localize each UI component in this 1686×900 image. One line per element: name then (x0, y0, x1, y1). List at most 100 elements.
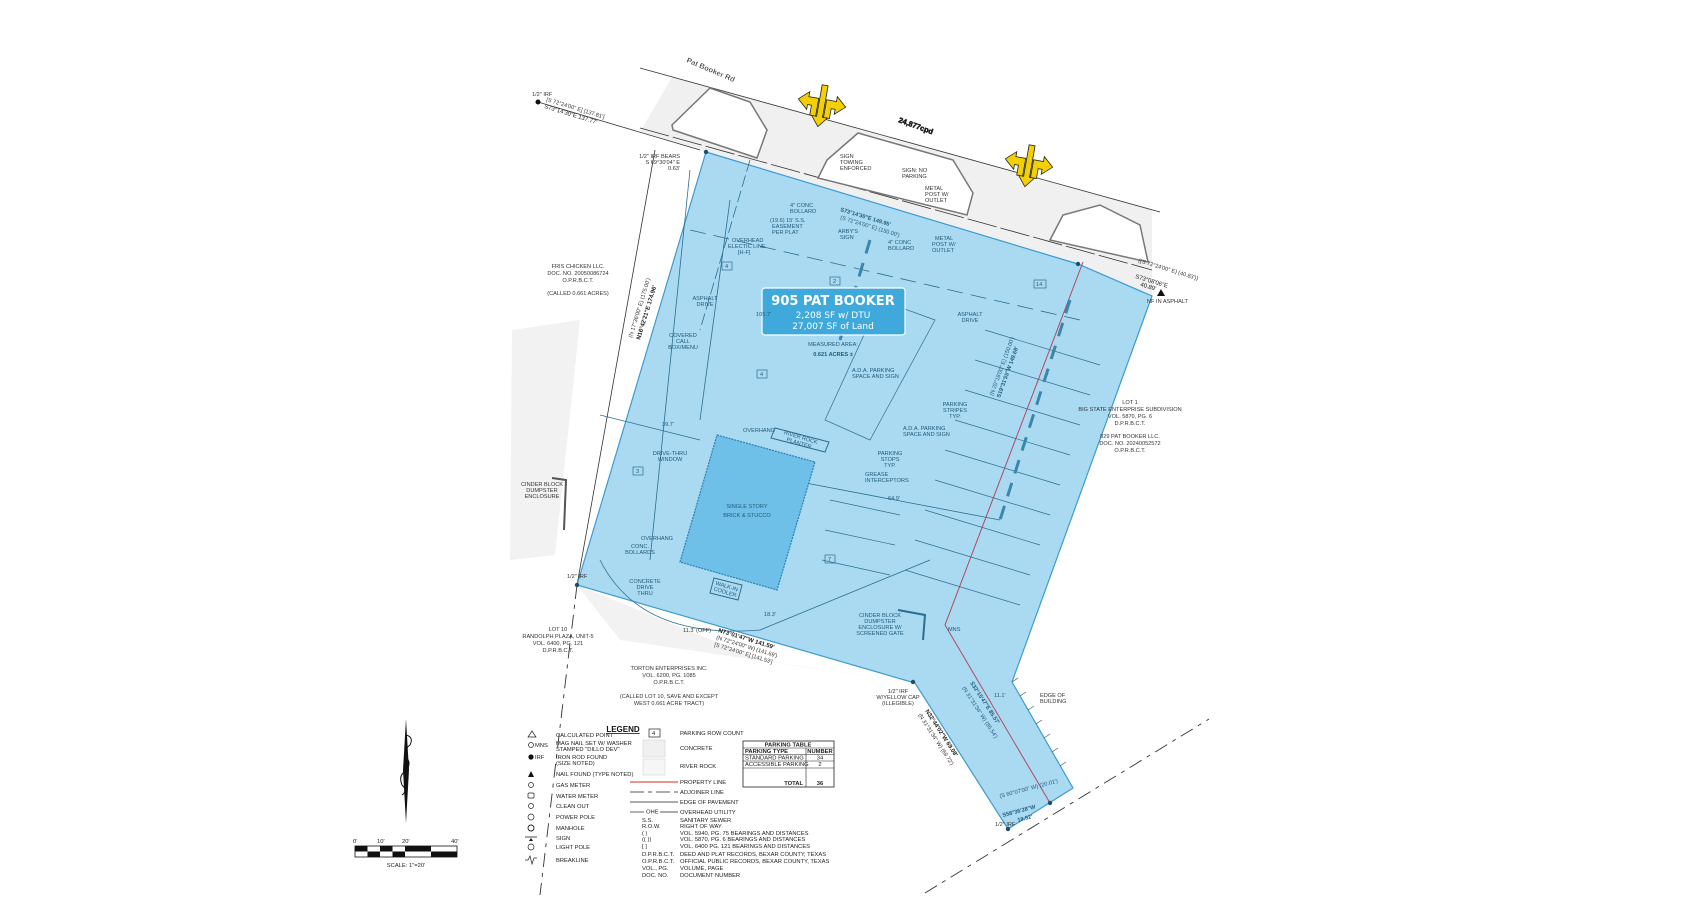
building-footprint[interactable] (679, 434, 816, 591)
parking-table-header: NUMBER (807, 749, 833, 755)
walk-in-cooler (709, 577, 743, 601)
legend-label: GAS METER (556, 783, 590, 789)
parking-total: 36 (817, 781, 824, 787)
legend-label: MANHOLE (556, 826, 585, 832)
bollards-label: CONC.BOLLARDS (625, 544, 655, 556)
abbrev-value: SANITARY SEWER (680, 818, 731, 824)
parking-stripe (964, 389, 1081, 426)
iron-rod-icon (1047, 800, 1053, 806)
parking-stripe (934, 479, 1051, 516)
callout-title: 905 PAT BOOKER (771, 294, 894, 309)
row-count: 14 (1036, 282, 1042, 288)
pin-label: 1/2" IRF (532, 92, 553, 98)
abbrev-key: DOC. NO. (642, 873, 669, 879)
legend-code: MNS (535, 743, 548, 749)
abbrev-key: S.S. (642, 818, 653, 824)
abbrev-value: VOL. 5940, PG. 75 BEARINGS AND DISTANCES (680, 831, 809, 837)
parking-stripe (974, 359, 1091, 396)
abbrev-key: R.O.W. (642, 824, 661, 830)
drive-thru-curb (649, 169, 691, 561)
legend-sample: 4 (652, 731, 656, 737)
parking-stripe (829, 499, 901, 516)
abbrev-key: ( ) (642, 831, 648, 837)
adjoiner-line-west (576, 149, 656, 586)
traffic-count-label: 24,877cpd (897, 115, 935, 136)
subject-parcel[interactable] (576, 151, 1153, 830)
abbrev-value: RIGHT OF WAY (680, 824, 722, 830)
curb-island (1048, 204, 1149, 263)
parking-row-count-sample (648, 728, 661, 738)
legend-label: LIGHT POLE (556, 845, 590, 851)
parking-stripe (904, 569, 1021, 606)
abbrev-value: VOL. 6400 PG. 121 BEARINGS AND DISTANCES (680, 844, 810, 850)
abbrev-key: O.P.R.B.C.T. (642, 859, 675, 865)
gas-meter-icon (528, 782, 534, 788)
legend-label: RIVER ROCK (680, 764, 716, 770)
dimension-label: 105.7' (756, 312, 771, 318)
callout-land-size: 27,007 SF of Land (792, 322, 874, 332)
ada-hatch-area (824, 299, 936, 441)
edge-of-building-hatch (1011, 677, 1067, 767)
parking-stripe (944, 449, 1061, 486)
abbrev-key: VOL., PG. (642, 866, 669, 872)
mns-label: MNS (948, 627, 961, 633)
callout-box (761, 287, 906, 336)
adjoiner-concrete (510, 320, 580, 560)
legend-code: IRF (535, 755, 545, 761)
sanitary-easement-line (689, 229, 1081, 321)
abbrev-value: VOLUME, PAGE (680, 866, 724, 872)
parking-count: 2 (818, 762, 821, 768)
measured-area-value: 0.621 ACRES ± (813, 352, 853, 358)
scale-tick: 20' (402, 839, 410, 845)
legend-label: PARKING ROW COUNT (680, 731, 744, 737)
measured-area-label: MEASURED AREA: (808, 342, 858, 348)
clean-out-icon (528, 803, 534, 809)
legend-label: BREAKLINE (556, 858, 589, 864)
callout-building-size: 2,208 SF w/ DTU (796, 311, 871, 321)
legend-label: CALCULATED POINT (556, 733, 614, 739)
property-callout[interactable]: 905 PAT BOOKER 2,208 SF w/ DTU 27,007 SF… (761, 287, 906, 336)
parking-total-label: TOTAL (784, 781, 803, 787)
north-arrow-icon (400, 719, 412, 823)
distance-label: 40.89' (1139, 282, 1156, 292)
access-arrow-icon (797, 84, 847, 128)
legend-label: ADJOINER LINE (680, 790, 724, 796)
parking-table: PARKING TABLE PARKING TYPE NUMBER STANDA… (742, 740, 835, 788)
offset-label: 11.3' (OFF) (683, 628, 711, 634)
parking-stripe (821, 559, 891, 576)
water-meter-icon (527, 792, 535, 799)
row-count: 2 (833, 279, 836, 285)
dimension-line (599, 414, 701, 441)
legend: LEGEND CALCULATED POINT MNS MAG NAIL SET… (525, 725, 829, 879)
property-line (944, 261, 1084, 804)
drive-curb (599, 559, 931, 632)
pin-label: 1/2" IRF (995, 822, 1016, 828)
dimension-label: 64.9' (888, 496, 900, 502)
abbrev-value: OFFICIAL PUBLIC RECORDS, BEXAR COUNTY, T… (680, 859, 829, 865)
parking-table-title: PARKING TABLE (765, 743, 812, 749)
iron-rod-icon (1005, 826, 1011, 832)
legend-label: WATER METER (556, 794, 598, 800)
light-pole-icon (527, 843, 535, 851)
overhead-utility-line (639, 127, 1153, 271)
row-count: 3 (636, 469, 639, 475)
abbrev-value: DEED AND PLAT RECORDS, BEXAR COUNTY, TEX… (680, 852, 826, 858)
overhead-electric-line (699, 159, 751, 331)
parking-table-header: PARKING TYPE (745, 749, 788, 755)
nail-found-icon (528, 771, 534, 777)
nail-found-icon (1157, 289, 1165, 296)
overhang-label: OVERHANG (641, 536, 673, 542)
river-rock-planter (770, 427, 830, 453)
river-rock-swatch (642, 758, 666, 776)
